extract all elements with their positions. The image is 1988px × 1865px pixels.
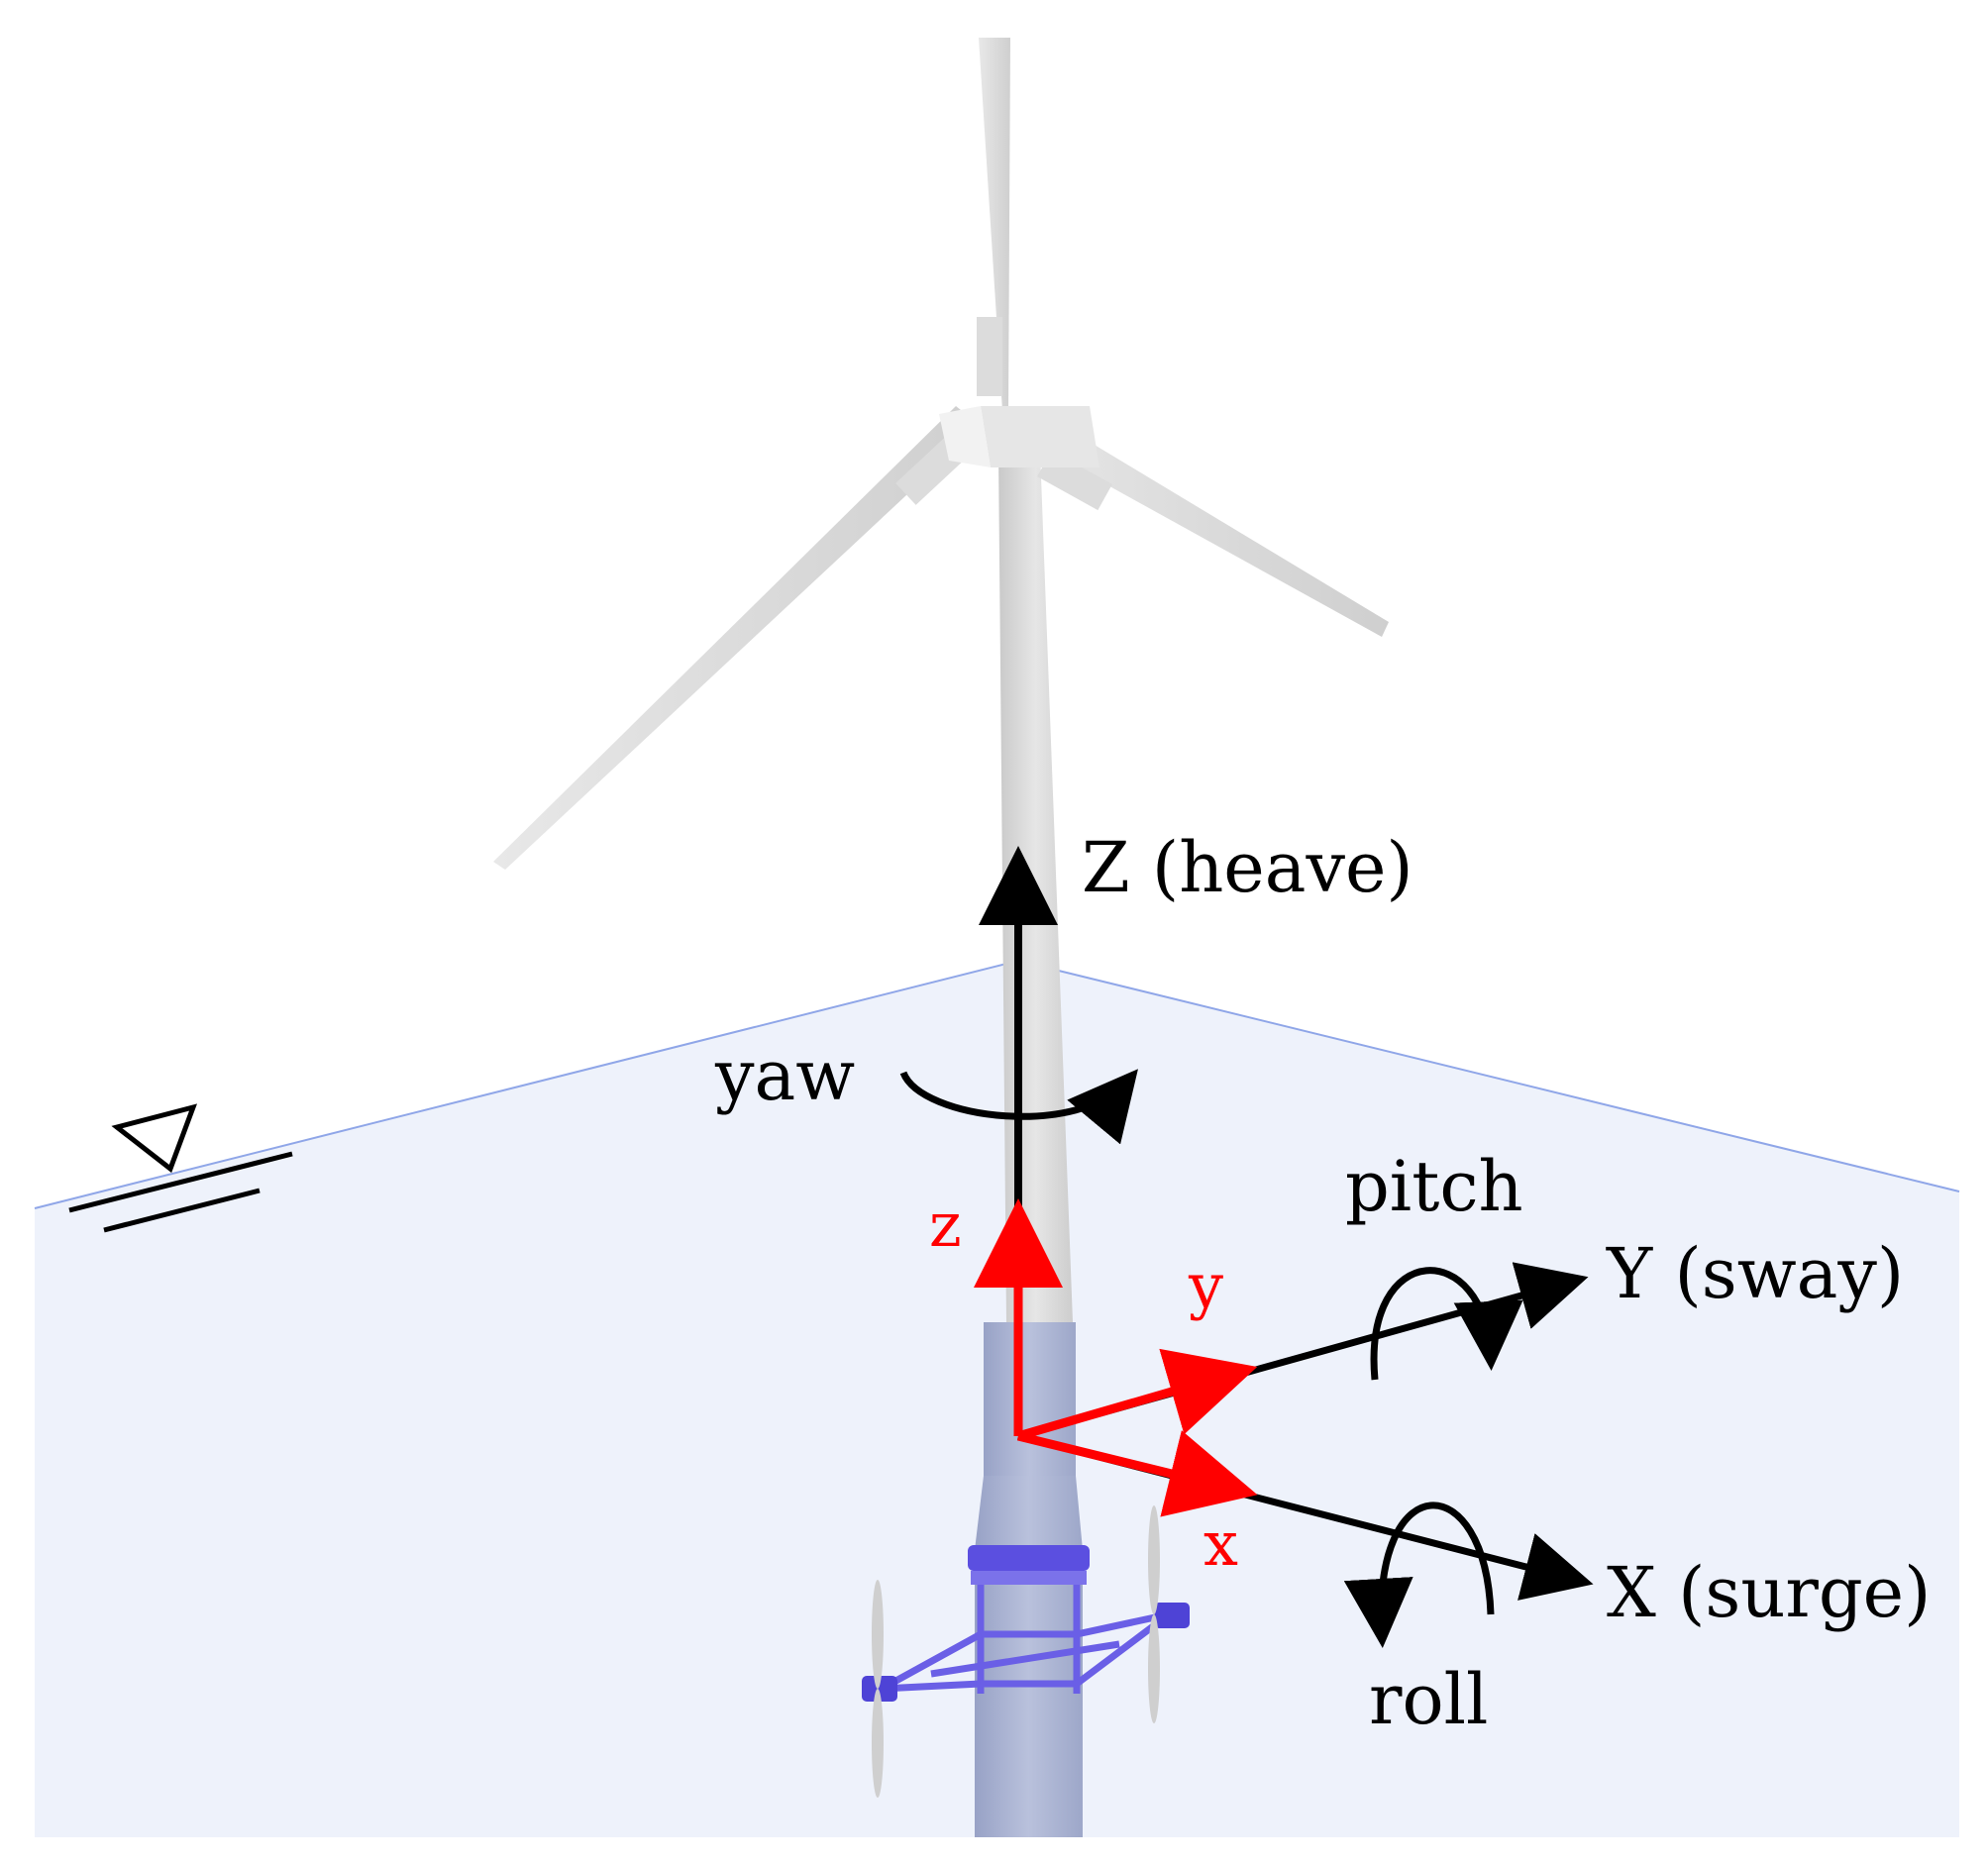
yaw-rotation-arrow [899, 1069, 1138, 1145]
roll-label: roll [1369, 1659, 1488, 1740]
z-heave-label: Z (heave) [1082, 827, 1413, 908]
local-y-label: y [1188, 1250, 1223, 1322]
pitch-rotation-arrow [1370, 1267, 1523, 1381]
local-z-label: z [929, 1189, 962, 1261]
y-sway-label: Y (sway) [1606, 1233, 1904, 1314]
local-x-label: x [1203, 1507, 1238, 1580]
mooring-platform [862, 1505, 1190, 1798]
water-level-symbol [68, 1103, 293, 1233]
x-surge-label: X (surge) [1607, 1552, 1931, 1633]
yaw-label: yaw [714, 1035, 855, 1116]
rotor [493, 38, 1389, 870]
local-axes [974, 1198, 1258, 1517]
pitch-label: pitch [1345, 1146, 1523, 1227]
roll-rotation-arrow [1343, 1502, 1495, 1648]
rotation-arrows [899, 1069, 1523, 1648]
